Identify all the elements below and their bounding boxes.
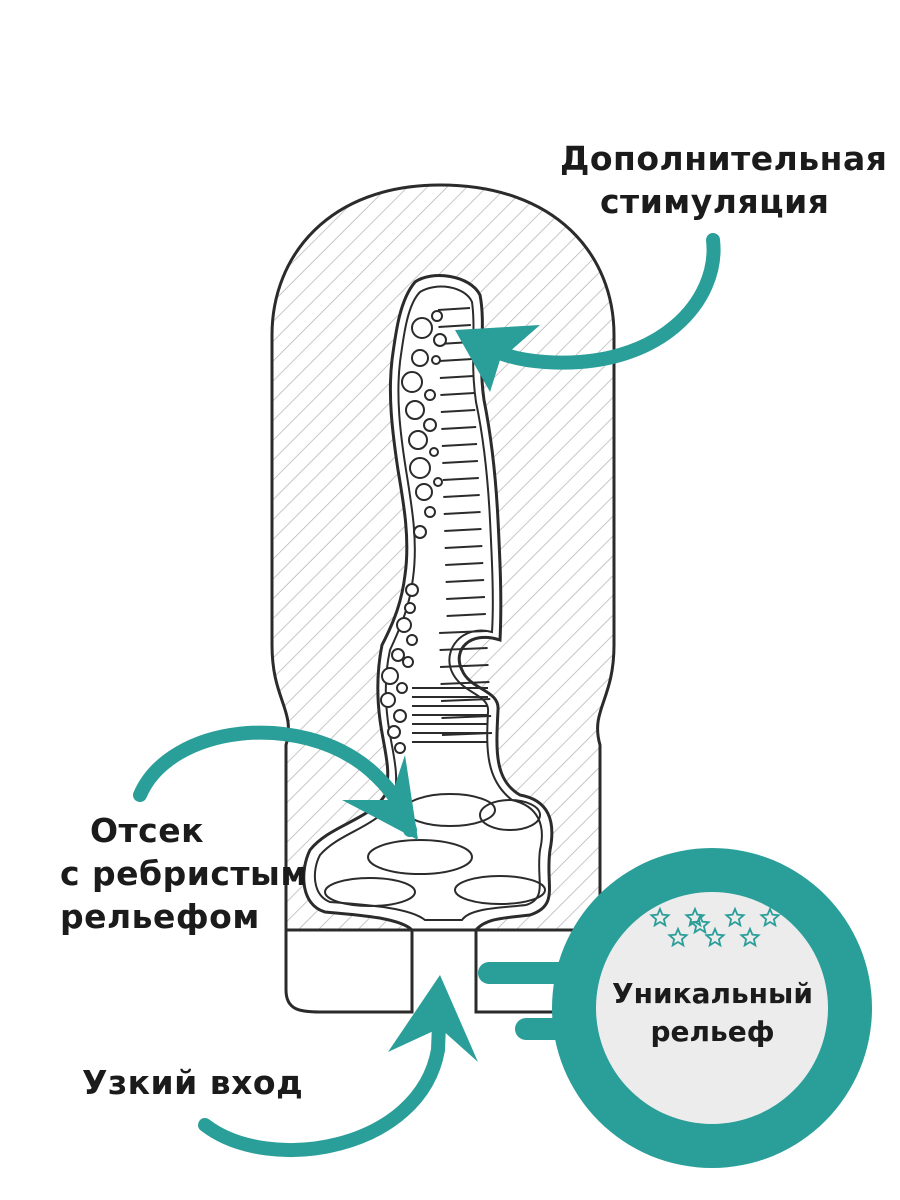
bubble (396, 682, 408, 694)
rib-line (445, 579, 485, 583)
bubble (380, 692, 396, 708)
rib-line (444, 528, 482, 532)
star-icon (667, 926, 689, 948)
star-icon (739, 926, 761, 948)
bubble (381, 667, 399, 685)
sleeve-cap (284, 928, 414, 1014)
bubble (433, 477, 443, 487)
bubble (431, 310, 443, 322)
bubble (423, 418, 437, 432)
stars-decoration (649, 906, 781, 948)
rib-line (446, 596, 486, 600)
bubble (409, 457, 431, 479)
rib-line (442, 477, 479, 481)
label-mid-line-2: с ребристым (60, 853, 308, 893)
rib-line (444, 545, 483, 549)
label-ribbed-chamber: Отсек с ребристым рельефом (60, 810, 308, 939)
rib-line (440, 664, 489, 668)
label-mid-line-3: рельефом (60, 896, 260, 936)
bubble (405, 400, 425, 420)
star-icon (704, 926, 726, 948)
rib-line (441, 715, 492, 719)
arrow-top (455, 233, 721, 392)
rib-line (443, 494, 480, 498)
rib-line (441, 426, 477, 430)
bubble (424, 506, 436, 518)
bubble (394, 742, 406, 754)
rib-line (439, 358, 473, 362)
star-icon (649, 906, 671, 928)
bubble (408, 430, 428, 450)
rib-line (439, 647, 488, 651)
bubble (404, 602, 416, 614)
badge-text: Уникальный рельеф (600, 975, 825, 1051)
badge-text-line-2: рельеф (650, 1014, 775, 1048)
star-icon (724, 906, 746, 928)
label-mid-line-1: Отсек (90, 811, 205, 850)
label-narrow-entrance: Узкий вход (82, 1063, 304, 1102)
badge-text-line-1: Уникальный (612, 977, 813, 1010)
label-top-line-2: стимуляция (600, 181, 830, 221)
rib-line (440, 409, 476, 413)
bubble (413, 525, 427, 539)
unique-relief-badge (478, 848, 872, 1168)
arrow-middle (133, 725, 418, 840)
bubble (401, 371, 423, 393)
star-icon (689, 913, 711, 935)
bubble (402, 656, 414, 668)
rib-line (445, 562, 484, 566)
rib-line (437, 307, 471, 311)
bubble-relief (380, 310, 447, 754)
rib-line (440, 392, 475, 396)
bubble (406, 634, 418, 646)
star-icon (759, 906, 781, 928)
bubble (433, 333, 447, 347)
label-extra-stimulation: Дополнительная стимуляция (560, 138, 887, 224)
inner-channel-inner (313, 285, 543, 921)
bubble (424, 389, 436, 401)
rib-line (440, 698, 491, 702)
rib-line (439, 375, 474, 379)
rib-line (443, 511, 481, 515)
label-top-line-1: Дополнительная (560, 139, 888, 178)
rib-line (439, 630, 487, 634)
bubble (411, 349, 429, 367)
bubble (415, 483, 433, 501)
lower-chamber-ovals (324, 793, 546, 907)
rib-line (442, 460, 478, 464)
rib-line (440, 681, 490, 685)
bubble (411, 317, 433, 339)
bubble (393, 709, 407, 723)
bubble (405, 583, 419, 597)
arrow-bottom (198, 975, 478, 1157)
rib-line (438, 324, 471, 328)
bubble (396, 617, 412, 633)
bubble (429, 447, 439, 457)
rib-line (441, 443, 478, 447)
rib-line (446, 613, 486, 617)
bubble (431, 355, 441, 365)
bubble (387, 725, 401, 739)
bubble (391, 648, 405, 662)
